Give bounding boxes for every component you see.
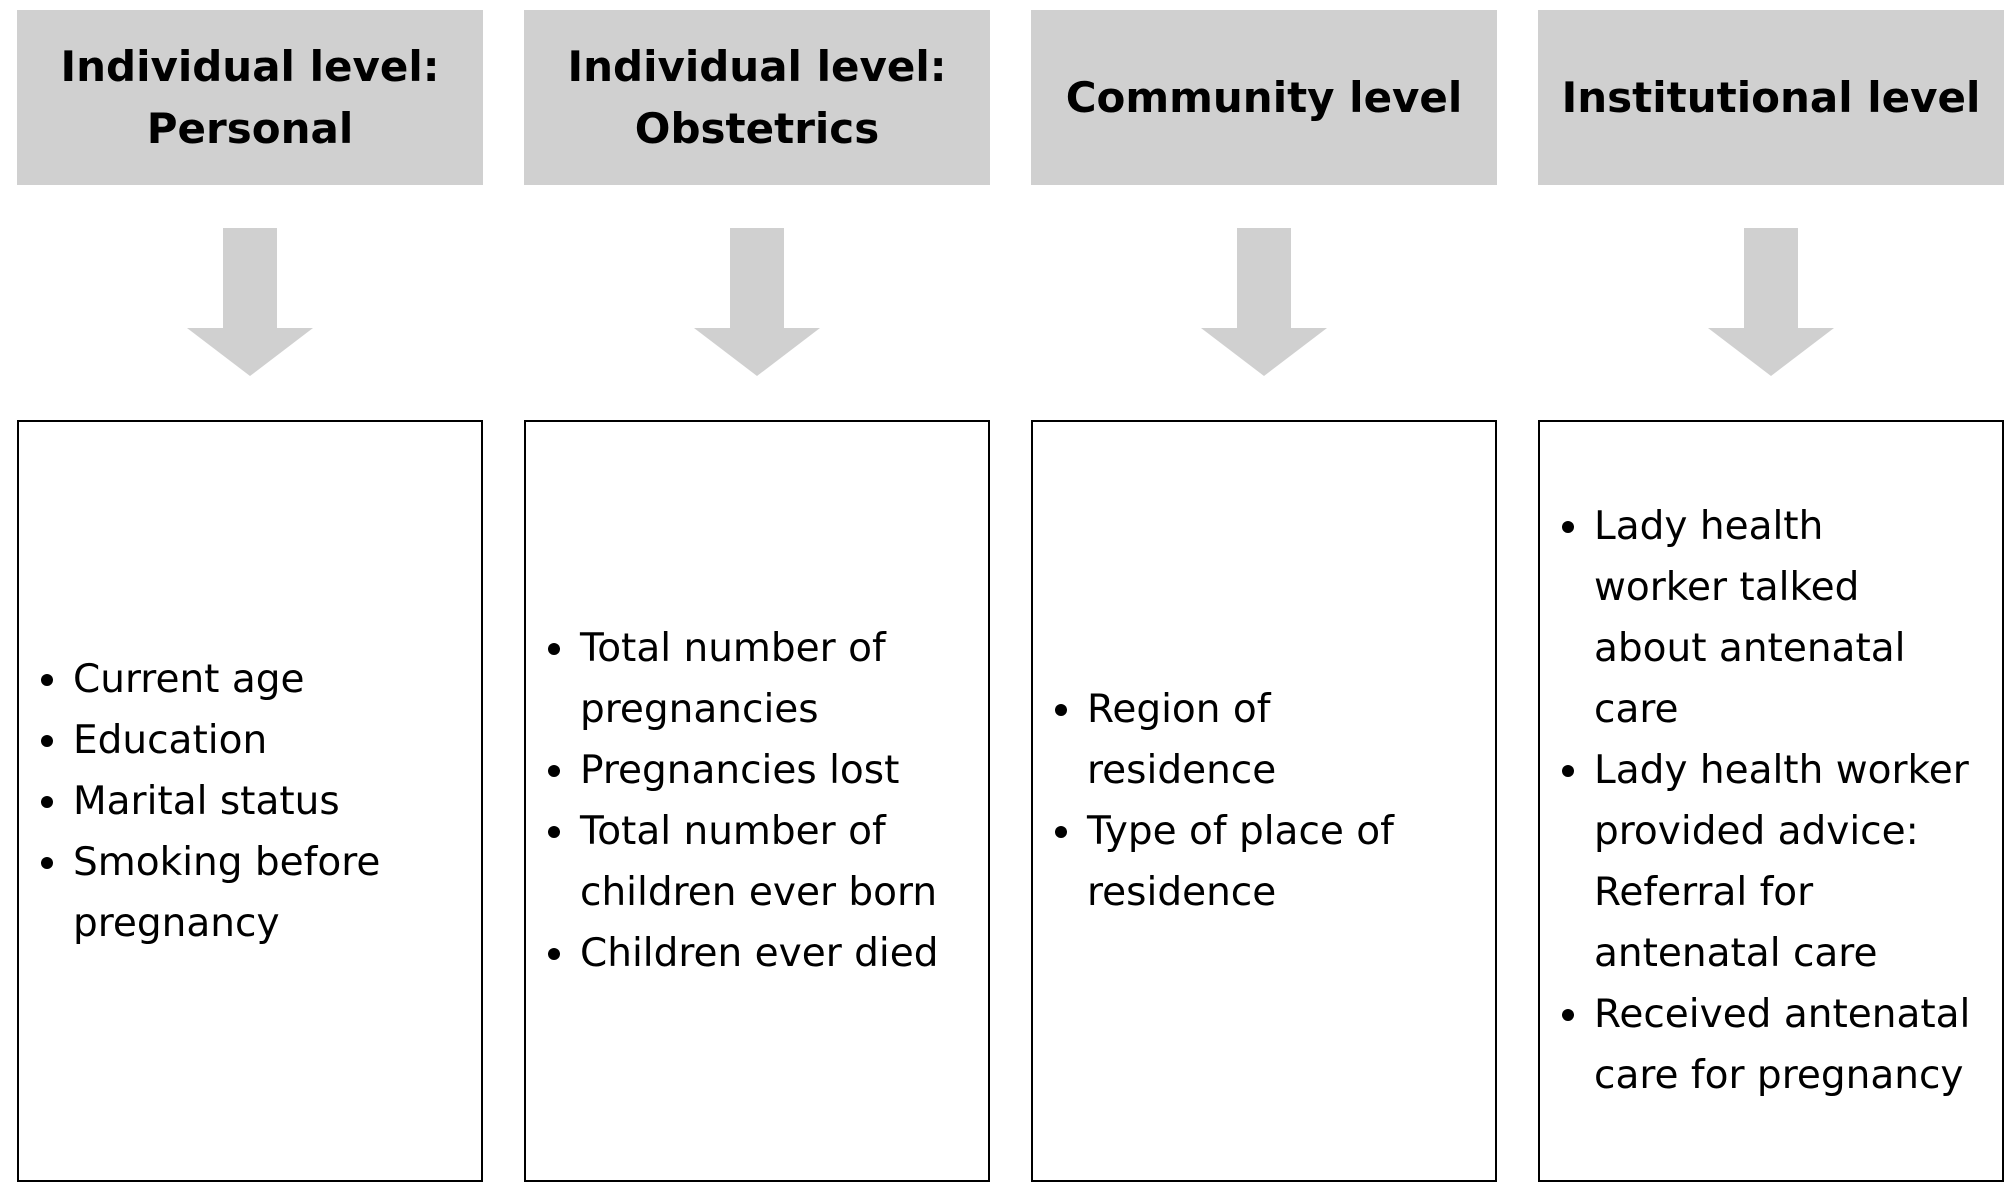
list-item: Type of place of residence: [1055, 801, 1447, 923]
content-box: Lady health worker talked about antenata…: [1538, 420, 2004, 1182]
header-title: Community level: [1065, 72, 1463, 122]
content-box: Current age Education Marital status Smo…: [17, 420, 483, 1182]
content-box: Total number of pregnancies Pregnancies …: [524, 420, 990, 1182]
column-individual-personal: Individual level: Personal Current age E…: [17, 0, 483, 1199]
column-individual-obstetrics: Individual level: Obstetrics Total numbe…: [524, 0, 990, 1199]
header-title: Individual level: Personal: [60, 41, 440, 153]
header-title: Institutional level: [1561, 72, 1981, 122]
bullet-list: Region of residence Type of place of res…: [1033, 679, 1495, 923]
list-item: Received antenatal care for pregnancy: [1562, 984, 1984, 1106]
list-item: Children ever died: [548, 923, 970, 984]
column-institutional: Institutional level Lady health worker t…: [1538, 0, 2004, 1199]
list-item: Current age: [41, 649, 323, 710]
header-title: Individual level: Obstetrics: [567, 41, 947, 153]
bullet-list: Lady health worker talked about antenata…: [1540, 496, 2002, 1106]
down-arrow-icon: [187, 228, 313, 376]
header-box: Individual level: Personal: [17, 10, 483, 185]
down-arrow-icon: [1708, 228, 1834, 376]
content-box: Region of residence Type of place of res…: [1031, 420, 1497, 1182]
down-arrow-icon: [1201, 228, 1327, 376]
list-item: Total number of pregnancies: [548, 618, 950, 740]
list-item: Education: [41, 710, 323, 771]
list-item: Lady health worker provided advice: Refe…: [1562, 740, 1984, 984]
header-box: Individual level: Obstetrics: [524, 10, 990, 185]
down-arrow-icon: [694, 228, 820, 376]
list-item: Marital status: [41, 771, 403, 832]
bullet-list: Total number of pregnancies Pregnancies …: [526, 618, 988, 984]
list-item: Smoking before pregnancy: [41, 832, 403, 954]
column-community: Community level Region of residence Type…: [1031, 0, 1497, 1199]
bullet-list: Current age Education Marital status Smo…: [19, 649, 481, 954]
list-item: Total number of children ever born: [548, 801, 970, 923]
list-item: Lady health worker talked about antenata…: [1562, 496, 1954, 740]
list-item: Region of residence: [1055, 679, 1337, 801]
list-item: Pregnancies lost: [548, 740, 950, 801]
header-box: Community level: [1031, 10, 1497, 185]
header-box: Institutional level: [1538, 10, 2004, 185]
